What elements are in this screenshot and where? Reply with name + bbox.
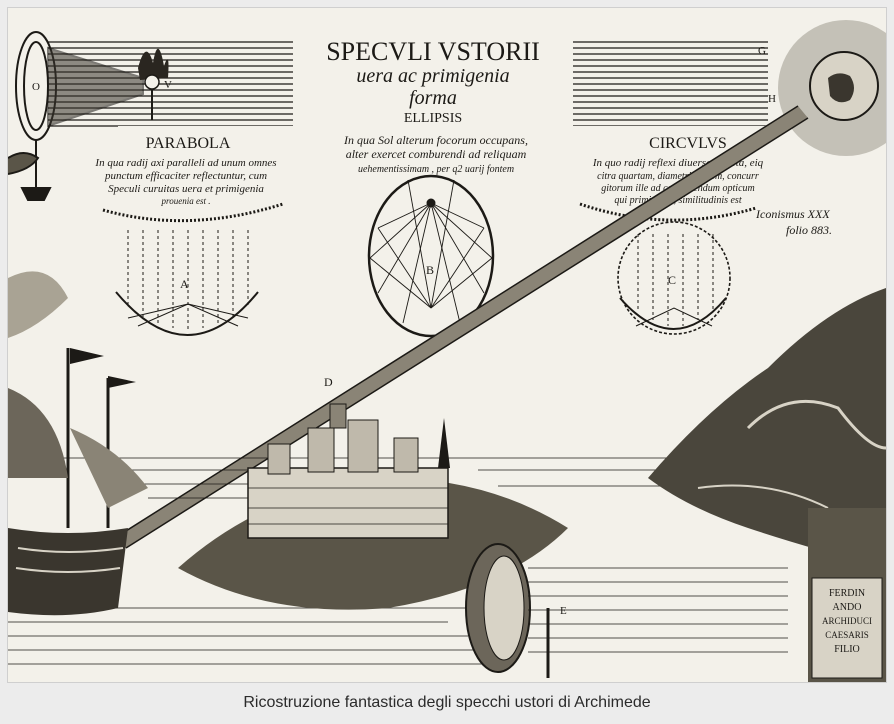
banner-gap [118,126,778,136]
circle-diagram [579,202,757,335]
letter-h: H [768,93,776,105]
parabola-text-4: prouenia est . [161,196,211,206]
plaque-line-5: FILIO [834,644,860,655]
right-cliff [648,288,886,568]
parabola-text-3: Speculi curuitas uera et primigenia [108,183,264,195]
letter-b: B [426,263,434,277]
parabola-diagram [102,202,284,336]
letter-e: E [560,605,567,617]
flame-focus [138,48,169,120]
lower-mirror [465,543,788,678]
image-caption: Ricostruzione fantastica degli specchi u… [243,694,651,711]
ellipse-diagram [367,174,495,338]
iconismus-line-1: Iconismus XXX [755,207,830,221]
engraving-figure: SPECVLI VSTORII uera ac primigenia forma… [7,7,887,683]
letter-o: O [32,81,40,93]
plaque-line-2: ANDO [833,602,862,613]
parabola-title: PARABOLA [146,135,231,152]
dedication-plaque [808,508,886,682]
letter-g: G [758,45,766,57]
letter-v: V [164,79,172,91]
plaque-line-3: ARCHIDUCI [822,616,872,626]
circulus-title: CIRCVLVS [649,135,727,152]
title-line-1: SPECVLI VSTORII [326,37,540,66]
letter-c: C [668,273,676,287]
ellipsis-text-3: uehementissimam , per q2 uarij fontem [358,164,514,175]
plaque-line-1: FERDIN [829,588,865,599]
letter-a: A [180,277,189,291]
ellipsis-text-2: alter exercet comburendi ad reliquam [346,147,527,161]
parabola-text-1: In qua radij axi paralleli ad unum omnes [94,157,276,169]
title-line-3: forma [409,87,457,109]
title-panel [293,36,573,128]
plaque-line-4: CAESARIS [825,630,869,640]
iconismus-line-2: folio 883. [786,223,832,237]
sailing-ship [8,271,148,616]
left-hand-mirror [8,31,144,201]
parabola-text-2: punctum efficaciter reflectuntur, cum [104,170,267,182]
sun-ray-beam [117,105,809,549]
letter-d: D [324,375,333,389]
circulus-text-2: citra quartam, diametri partem, concurr [597,171,759,182]
sun [778,20,886,156]
engraving-illustration: SPECVLI VSTORII uera ac primigenia forma… [8,20,886,682]
ellipsis-text-1: In qua Sol alterum focorum occupans, [343,133,528,147]
title-line-2: uera ac primigenia [356,65,509,87]
title-line-4: ELLIPSIS [404,111,462,126]
